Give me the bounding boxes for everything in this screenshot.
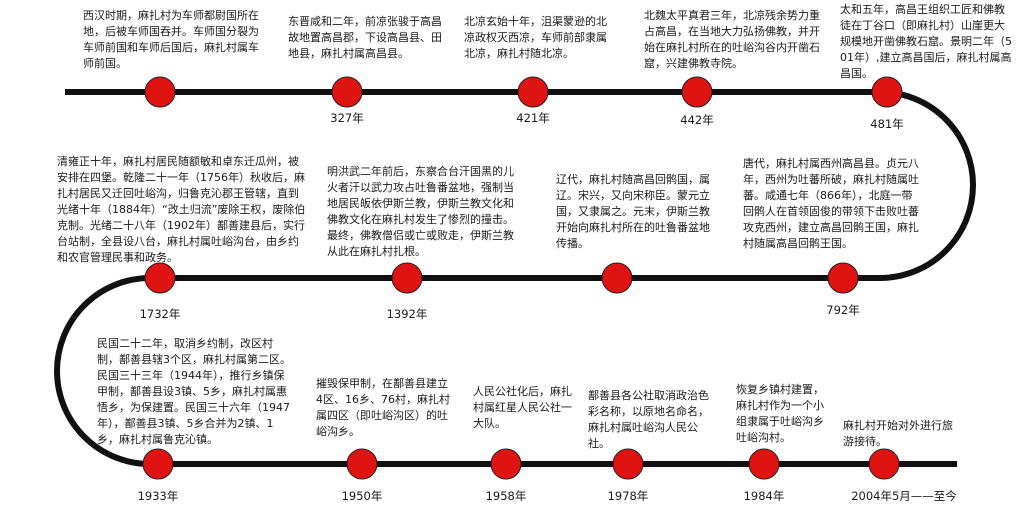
- year-label-1984: 1984年: [743, 489, 785, 503]
- timeline-dot: [871, 76, 903, 108]
- timeline-dot: [601, 262, 633, 294]
- year-label-2004-present: 2004年5月——至今: [851, 489, 957, 503]
- year-label-481: 481年: [870, 117, 904, 131]
- timeline-dot: [517, 76, 549, 108]
- event-desc-1732: 清雍正十年，麻扎村居民随额敏和卓东迁瓜州，被安排在四堡。乾隆二十一年（1756年…: [57, 155, 306, 264]
- event-desc-792: 唐代，麻扎村属西州高昌县。贞元八年，西州为吐蕃所破，麻扎村随属吐蕃。咸通七年（8…: [743, 157, 919, 250]
- event-desc-442: 北魏太平真君三年，北凉残余势力重占高昌，在当地大力弘扬佛教，并开始在麻扎村所在的…: [644, 9, 820, 70]
- timeline-dot: [142, 448, 174, 480]
- timeline-dot: [868, 448, 900, 480]
- event-desc-1933: 民国二十二年，取消乡约制，改区村制，鄯善县辖3个区，麻扎村属第二区。民国三十三年…: [97, 337, 291, 446]
- event-desc-327: 东晋咸和二年，前凉张骏于高昌故地置高昌郡，下设高昌县、田地县，麻扎村属高昌县。: [288, 15, 442, 60]
- timeline-dot: [331, 76, 363, 108]
- year-label-1978: 1978年: [607, 489, 649, 503]
- timeline-dot: [144, 262, 176, 294]
- year-label-1732: 1732年: [139, 307, 181, 321]
- year-label-1933: 1933年: [137, 489, 179, 503]
- year-label-1958: 1958年: [485, 489, 527, 503]
- timeline-path: [54, 89, 976, 467]
- timeline-dot: [144, 76, 176, 108]
- event-desc-1392: 明洪武二年前后，东察合台汗国黑的儿火者汗以武力攻占吐鲁番盆地，强制当地居民皈依伊…: [327, 165, 514, 258]
- event-desc-1978: 鄯善县各公社取消政治色彩名称，以原地名命名，麻扎村属吐峪沟人民公社。: [588, 389, 709, 450]
- year-label-442: 442年: [680, 113, 714, 127]
- year-label-421: 421年: [516, 111, 550, 125]
- year-label-792: 792年: [826, 303, 860, 317]
- year-label-1392: 1392年: [386, 307, 428, 321]
- event-desc-1958: 人民公社化后，麻扎村属红星人民公社一大队。: [473, 385, 572, 430]
- timeline-dot: [681, 76, 713, 108]
- event-desc-421: 北凉玄始十年，沮渠蒙逊的北凉政权灭西凉，车师前部隶属北凉，麻扎村随北凉。: [464, 15, 607, 60]
- event-desc-481: 太和五年，高昌王组织工匠和佛教徒在丁谷口（即麻扎村）山崖更大规模地开凿佛教石窟。…: [840, 3, 1012, 80]
- event-desc-1984: 恢复乡镇村建置，麻扎村作为一个小组隶属于吐峪沟乡吐峪沟村。: [736, 383, 824, 444]
- event-desc-western-han: 西汉时期，麻扎村为车师都尉国所在地，后被车师国吞并。车师国分裂为车师前国和车师后…: [83, 9, 259, 70]
- event-desc-2004: 麻扎村开始对外进行旅游接待。: [843, 419, 953, 448]
- event-desc-liao: 辽代，麻扎村随高昌回鹘国，属辽。宋兴，又向宋称臣。蒙元立国，又隶属之。元末，伊斯…: [556, 173, 710, 250]
- timeline-dot: [346, 448, 378, 480]
- timeline-dot: [612, 448, 644, 480]
- timeline-dot: [748, 448, 780, 480]
- timeline-dot: [827, 262, 859, 294]
- event-desc-1950: 摧毁保甲制，在鄯善县建立4区、16乡、76村，麻扎村属四区（即吐峪沟区）的吐峪沟…: [316, 377, 450, 438]
- timeline-dots: [142, 76, 903, 480]
- timeline-dot: [490, 448, 522, 480]
- year-label-1950: 1950年: [341, 489, 383, 503]
- year-label-327: 327年: [330, 111, 364, 125]
- timeline-dot: [391, 262, 423, 294]
